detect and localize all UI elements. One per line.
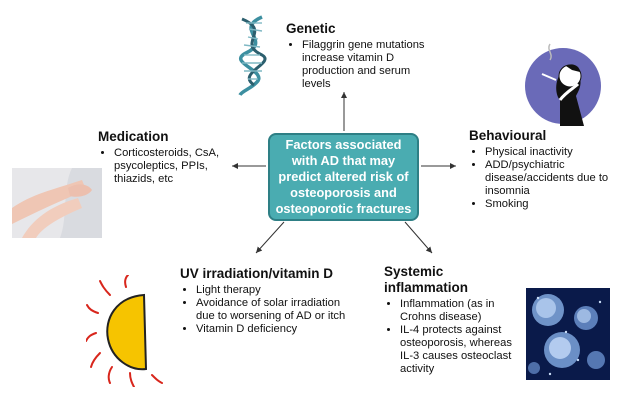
- behavioural-item: Physical inactivity: [485, 146, 609, 159]
- behavioural-item: ADD/psychiatric disease/accidents due to…: [485, 159, 609, 198]
- systemic-section: Systemic inflammation Inflammation (as i…: [384, 264, 524, 376]
- center-line: Factors associated: [285, 137, 402, 152]
- behavioural-heading: Behavioural: [469, 128, 547, 143]
- uv-item: Vitamin D deficiency: [196, 323, 360, 336]
- genetic-heading: Genetic: [286, 21, 336, 36]
- immune-cells-image: [526, 288, 610, 380]
- uv-heading: UV irradiation/vitamin D: [180, 266, 334, 281]
- medication-item: Corticosteroids, CsA, psycoleptics, PPIs…: [114, 147, 238, 186]
- uv-item: Avoidance of solar irradiation due to wo…: [196, 297, 360, 323]
- central-factors-box: Factors associated with AD that may pred…: [268, 133, 419, 221]
- systemic-item: IL-4 protects against osteoporosis, wher…: [400, 324, 524, 376]
- arrow-to-systemic: [404, 221, 433, 254]
- uv-section: UV irradiation/vitamin D Light therapy A…: [180, 266, 360, 336]
- center-line: osteoporotic fractures: [275, 201, 412, 216]
- behavioural-item: Smoking: [485, 198, 609, 211]
- uv-item: Light therapy: [196, 284, 360, 297]
- genetic-section: Genetic Filaggrin gene mutations increas…: [286, 21, 436, 91]
- medication-heading: Medication: [98, 129, 169, 144]
- arrow-to-uv: [255, 221, 285, 254]
- systemic-heading: Systemic inflammation: [384, 264, 469, 295]
- medication-section: Medication Corticosteroids, CsA, psycole…: [98, 129, 238, 186]
- center-line: osteoporosis and: [290, 185, 397, 200]
- behavioural-section: Behavioural Physical inactivity ADD/psyc…: [469, 128, 609, 211]
- center-line: with AD that may: [291, 153, 396, 168]
- arm-scratching-image: [12, 168, 102, 238]
- smoker-image: [525, 43, 601, 126]
- sun-icon: [86, 275, 163, 387]
- genetic-item: Filaggrin gene mutations increase vitami…: [302, 39, 436, 91]
- center-line: predict altered risk of: [278, 169, 409, 184]
- systemic-item: Inflammation (as in Crohns disease): [400, 298, 524, 324]
- dna-helix-icon: [238, 15, 267, 97]
